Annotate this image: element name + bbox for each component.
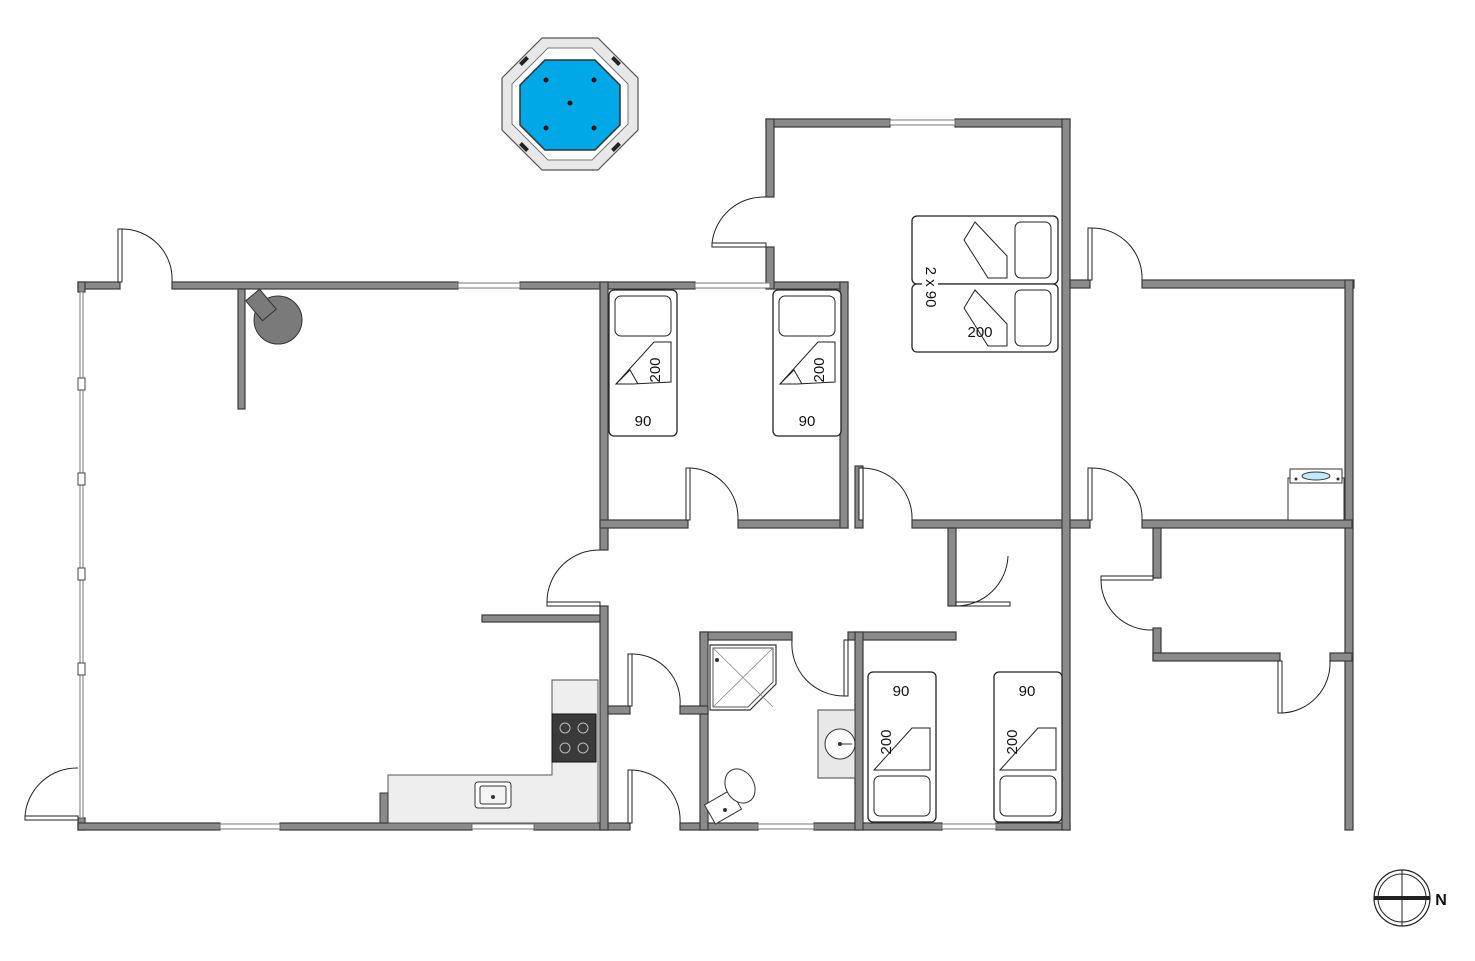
double-bed-length-label: 200 xyxy=(967,324,992,341)
hot-tub xyxy=(501,37,639,171)
door-utility-2 xyxy=(627,769,681,824)
kitchen xyxy=(379,679,599,824)
door-entry-top xyxy=(117,228,173,283)
door-bathroom xyxy=(791,639,849,697)
door-utility-1 xyxy=(627,653,681,707)
door-entry-left xyxy=(24,767,79,821)
double-bed-size-label: 2 x 90 xyxy=(922,267,939,308)
bed1-width-label: 90 xyxy=(635,413,652,430)
walls xyxy=(77,118,1355,831)
compass-north-label: N xyxy=(1435,892,1447,909)
door-annex-outer xyxy=(1087,227,1143,281)
kitchen-sink-icon xyxy=(474,781,512,809)
windows xyxy=(77,119,997,830)
bed1-length-label: 200 xyxy=(647,357,664,382)
shower-icon xyxy=(709,644,777,711)
doors xyxy=(24,196,1331,824)
door-bedroom3-inner xyxy=(858,467,913,521)
bed-labels: 90 200 90 200 2 x 90 200 90 200 90 200 xyxy=(635,262,1036,755)
bed4-length-label: 200 xyxy=(1004,729,1021,754)
toilet-icon xyxy=(703,768,756,825)
washing-machine-icon xyxy=(1287,468,1345,521)
washbasin-icon xyxy=(817,709,856,779)
door-annex-bottom xyxy=(1277,660,1331,714)
bed2-width-label: 90 xyxy=(799,413,816,430)
bed3-length-label: 200 xyxy=(878,729,895,754)
door-annex-storage xyxy=(1100,575,1154,631)
stove-icon xyxy=(551,713,597,763)
bed-2 xyxy=(772,289,842,437)
bathroom xyxy=(703,644,856,825)
fireplace-icon xyxy=(245,288,303,345)
compass-icon: N xyxy=(1373,869,1447,927)
bed2-length-label: 200 xyxy=(811,357,828,382)
door-bedroom4 xyxy=(955,555,1011,607)
door-annex-inner xyxy=(1087,467,1143,521)
bed3-width-label: 90 xyxy=(893,683,910,700)
bed-4 xyxy=(993,671,1063,823)
door-bedroom3-outer xyxy=(711,196,767,248)
bed-1 xyxy=(608,289,678,437)
door-bedroom1 xyxy=(685,467,739,521)
bed-double xyxy=(911,215,1059,353)
door-living-hall xyxy=(546,549,601,607)
bed-3 xyxy=(867,671,937,823)
bed4-width-label: 90 xyxy=(1019,683,1036,700)
